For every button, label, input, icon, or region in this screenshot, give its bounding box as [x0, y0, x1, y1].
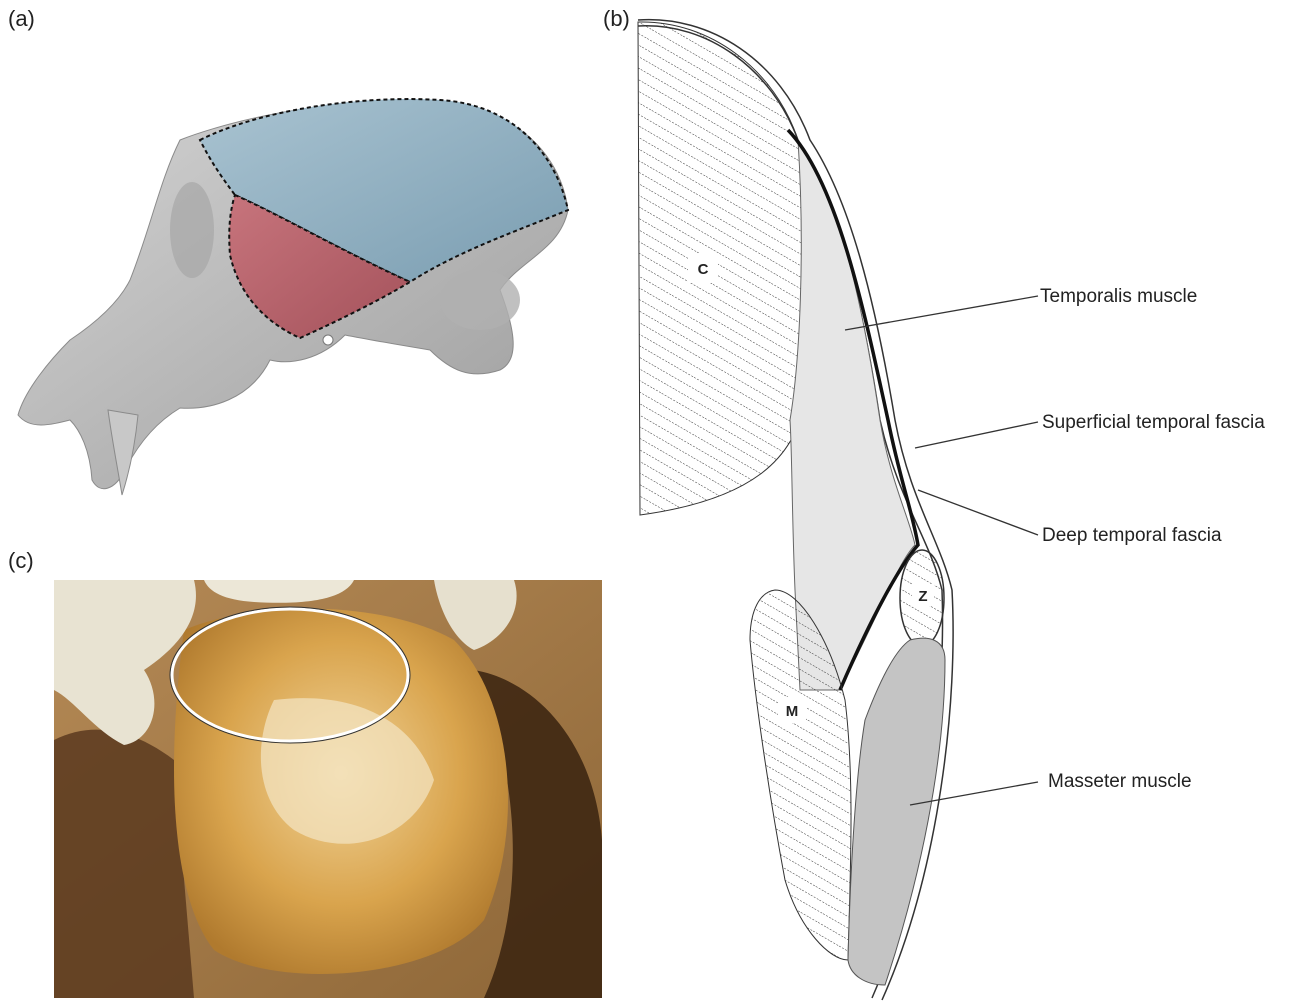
dissection-photo	[54, 580, 602, 998]
orbit	[170, 182, 214, 278]
callout-superficial-fascia: Superficial temporal fascia	[1042, 412, 1265, 434]
callout-deep-fascia: Deep temporal fascia	[1042, 525, 1222, 547]
callout-temporalis: Temporalis muscle	[1040, 286, 1197, 308]
fur-left	[54, 730, 194, 998]
foramen	[323, 335, 333, 345]
label-m: M	[786, 703, 799, 720]
temporalis-region	[790, 140, 915, 690]
callout-masseter: Masseter muscle	[1048, 771, 1192, 793]
leader-superficial	[915, 422, 1038, 448]
leader-deep	[918, 490, 1038, 535]
cranium-region	[638, 22, 807, 515]
skull-illustration	[0, 0, 600, 520]
cross-section-diagram: C M Z	[600, 0, 1300, 1002]
panel-c-label: (c)	[8, 548, 34, 574]
label-c: C	[698, 261, 709, 278]
auditory-region	[440, 270, 520, 330]
masseter-region	[848, 638, 945, 985]
label-z: Z	[918, 588, 927, 605]
